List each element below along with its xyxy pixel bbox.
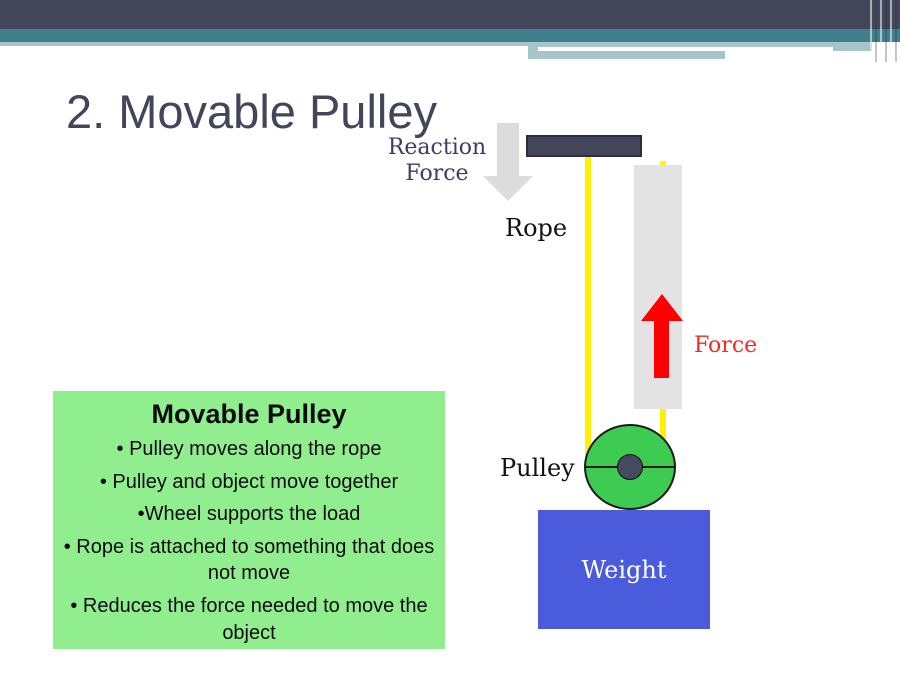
force-arrow-head-icon [641,294,683,321]
force-label: Force [694,333,758,358]
ceiling-beam [526,135,642,157]
weight-block: Weight [538,510,710,629]
rope-left-segment [585,157,591,467]
reaction-force-arrow-head-icon [483,176,533,201]
header-pale-strip-lower [528,51,725,59]
info-box-bullet: • Reduces the force needed to move the o… [70,594,428,644]
reaction-force-arrow-shaft [497,123,519,177]
info-box-title: Movable Pulley [151,399,347,429]
reaction-force-label: Reaction Force [387,135,487,186]
info-box-bullet: •Wheel supports the load [137,503,361,526]
header-vertical-stripes [870,0,900,62]
info-box: Movable Pulley • Pulley moves along the … [53,391,445,649]
pulley-wheel [584,424,676,510]
force-arrow-shaft [654,320,669,378]
info-box-bullet: • Rope is attached to something that doe… [63,535,435,585]
pulley-label: Pulley [500,454,575,482]
weight-label: Weight [581,555,667,584]
header-teal-band [0,29,900,42]
header-dark-band [0,0,900,29]
header-pale-block-right [528,42,872,51]
page-title: 2. Movable Pulley [66,85,437,138]
header-pale-strip-left [0,42,528,46]
header-white-stripe [538,47,833,51]
info-box-bullet: • Pulley and object move together [99,470,399,493]
info-box-bullet: • Pulley moves along the rope [116,438,382,460]
pulley-axle [617,454,643,480]
rope-label: Rope [505,214,568,242]
